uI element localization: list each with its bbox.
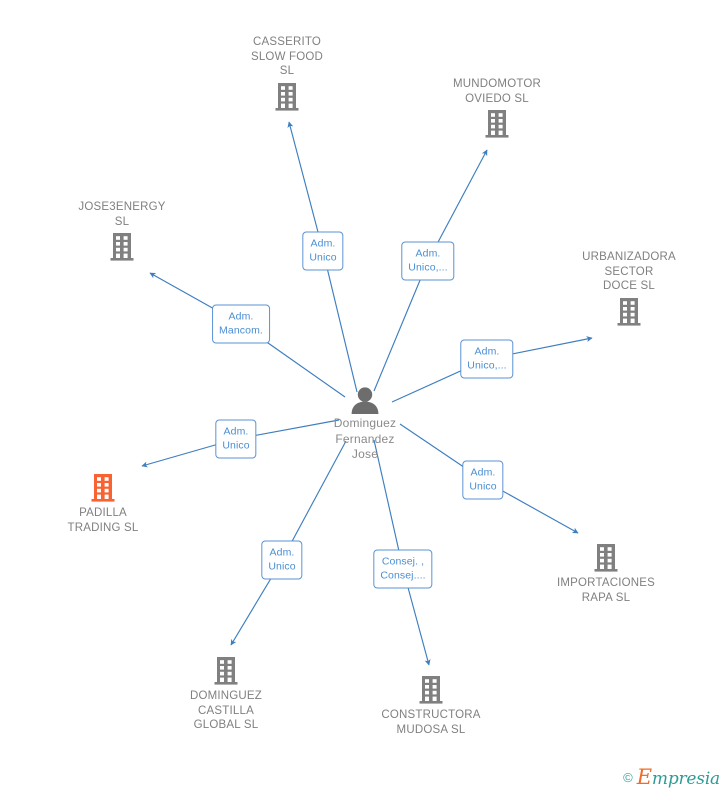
brand-initial: E [636, 765, 652, 789]
edge-label-casserito[interactable]: Adm. Unico [302, 231, 344, 271]
edge-label-padilla[interactable]: Adm. Unico [215, 419, 257, 459]
node-constructora-mudosa[interactable]: CONSTRUCTORA MUDOSA SL [351, 674, 511, 737]
edge-segment [373, 260, 429, 392]
building-icon [549, 296, 709, 328]
node-importaciones-rapa[interactable]: IMPORTACIONES RAPA SL [526, 542, 686, 605]
edge-label-mundomotor[interactable]: Adm. Unico,... [401, 241, 455, 281]
building-icon [351, 674, 511, 706]
empresia-watermark: © Empresia [623, 765, 720, 789]
node-dominguez-castilla[interactable]: DOMINGUEZ CASTILLA GLOBAL SL [146, 655, 306, 733]
node-label: MUNDOMOTOR OVIEDO SL [452, 78, 542, 105]
person-icon [285, 387, 445, 415]
edge-segment [322, 250, 358, 393]
node-jose3energy[interactable]: JOSE3ENERGY SL [42, 200, 202, 263]
copyright-icon: © [623, 769, 633, 785]
edge-label-dominguez-castilla[interactable]: Adm. Unico [261, 540, 303, 580]
node-padilla-trading[interactable]: PADILLA TRADING SL [23, 472, 183, 535]
node-label: JOSE3ENERGY SL [78, 201, 166, 228]
node-label: CONSTRUCTORA MUDOSA SL [381, 709, 481, 736]
edge-label-jose3energy[interactable]: Adm. Mancom. [212, 304, 270, 344]
node-urbanizadora[interactable]: URBANIZADORA SECTOR DOCE SL [549, 250, 709, 328]
edge-label-constructora[interactable]: Consej. , Consej.... [373, 549, 433, 589]
building-icon [417, 108, 577, 140]
node-label: Dominguez Fernandez Jose [333, 416, 397, 461]
building-icon [207, 81, 367, 113]
node-label: URBANIZADORA SECTOR DOCE SL [582, 251, 676, 292]
node-casserito[interactable]: CASSERITO SLOW FOOD SL [207, 35, 367, 113]
node-label: DOMINGUEZ CASTILLA GLOBAL SL [189, 690, 263, 731]
building-icon [526, 542, 686, 574]
brand-rest: mpresia [651, 769, 720, 789]
edge-label-importaciones[interactable]: Adm. Unico [462, 460, 504, 500]
edge-label-urbanizadora[interactable]: Adm. Unico,... [460, 339, 514, 379]
building-icon [42, 231, 202, 263]
node-label: IMPORTACIONES RAPA SL [556, 577, 656, 604]
building-icon [146, 655, 306, 687]
node-center-person[interactable]: Dominguez Fernandez Jose [285, 387, 445, 463]
building-icon-highlighted [23, 472, 183, 504]
brand-wordmark: Empresia [637, 765, 720, 789]
node-label: PADILLA TRADING SL [67, 507, 139, 534]
node-mundomotor[interactable]: MUNDOMOTOR OVIEDO SL [417, 77, 577, 140]
node-label: CASSERITO SLOW FOOD SL [250, 36, 324, 77]
